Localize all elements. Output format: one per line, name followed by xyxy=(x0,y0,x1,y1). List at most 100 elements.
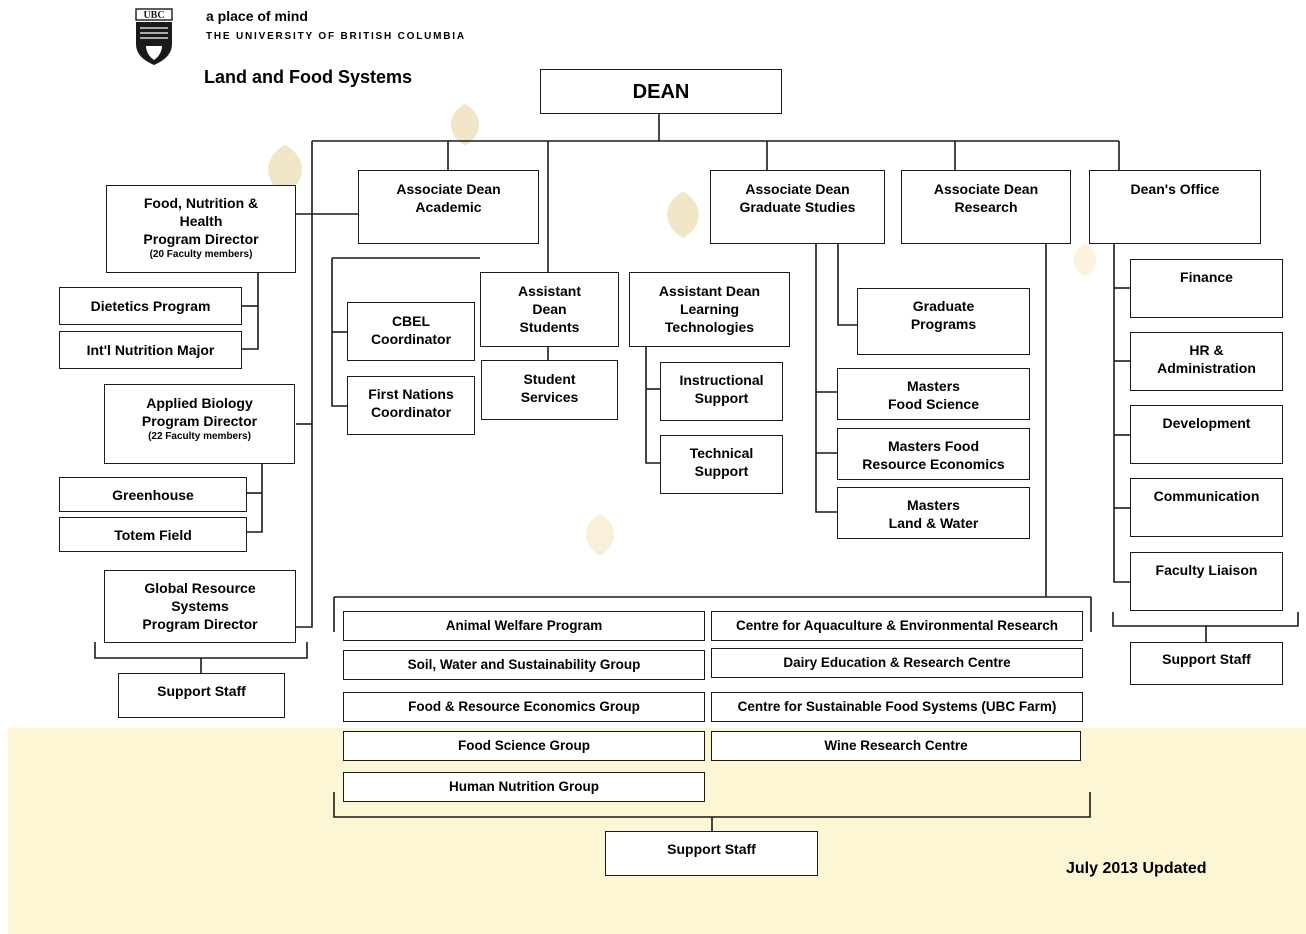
ad-research-box: Associate Dean Research xyxy=(901,170,1071,244)
faculty-liaison-label: Faculty Liaison xyxy=(1155,562,1258,578)
support-staff-right-box: Support Staff xyxy=(1130,642,1283,685)
cbel-line2: Coordinator xyxy=(370,331,452,347)
hr-line2: Administration xyxy=(1157,360,1256,376)
ubc-crest-icon: UBC xyxy=(135,8,173,65)
cbel-coordinator-box: CBEL Coordinator xyxy=(347,302,475,361)
ad-graduate-line2: Graduate Studies xyxy=(739,199,856,215)
ad-learning-line3: Technologies xyxy=(664,319,755,335)
applied-biology-box: Applied Biology Program Director (22 Fac… xyxy=(104,384,295,464)
masters-fre-box: Masters Food Resource Economics xyxy=(837,428,1030,480)
global-line2: Systems xyxy=(171,598,229,614)
ad-academic-box: Associate Dean Academic xyxy=(358,170,539,244)
communication-label: Communication xyxy=(1153,488,1260,504)
support-left-label: Support Staff xyxy=(157,683,246,699)
finance-label: Finance xyxy=(1180,269,1233,285)
instructional-line2: Support xyxy=(694,390,749,406)
leaf-watermark-icon xyxy=(667,191,699,239)
ad-learning-box: Assistant Dean Learning Technologies xyxy=(629,272,790,347)
applied-bio-line2: Program Director xyxy=(141,413,258,429)
unit-label: Animal Welfare Program xyxy=(445,618,603,633)
hr-administration-box: HR & Administration xyxy=(1130,332,1283,391)
graduate-programs-line2: Programs xyxy=(910,316,977,332)
leaf-watermark-icon xyxy=(585,514,615,556)
unit-label: Soil, Water and Sustainability Group xyxy=(407,657,641,672)
masters-fs-line2: Food Science xyxy=(887,396,980,412)
unit-box: Wine Research Centre xyxy=(711,731,1081,761)
hr-line1: HR & xyxy=(1189,342,1224,358)
unit-box: Animal Welfare Program xyxy=(343,611,705,641)
unit-label: Wine Research Centre xyxy=(824,738,968,753)
faculty-liaison-box: Faculty Liaison xyxy=(1130,552,1283,611)
masters-lw-line2: Land & Water xyxy=(888,515,979,531)
global-line1: Global Resource xyxy=(144,580,256,596)
finance-box: Finance xyxy=(1130,259,1283,318)
university-name: THE UNIVERSITY OF BRITISH COLUMBIA xyxy=(206,31,466,42)
unit-box: Food & Resource Economics Group xyxy=(343,692,705,722)
masters-food-science-box: Masters Food Science xyxy=(837,368,1030,420)
unit-box: Centre for Aquaculture & Environmental R… xyxy=(711,611,1083,641)
unit-label: Centre for Aquaculture & Environmental R… xyxy=(735,618,1059,633)
dean-box: DEAN xyxy=(540,69,782,114)
masters-land-water-box: Masters Land & Water xyxy=(837,487,1030,539)
totem-field-label: Totem Field xyxy=(114,526,192,543)
unit-label: Food & Resource Economics Group xyxy=(408,699,640,714)
global-line3: Program Director xyxy=(142,616,258,632)
unit-box: Food Science Group xyxy=(343,731,705,761)
applied-bio-line1: Applied Biology xyxy=(146,395,253,411)
greenhouse-label: Greenhouse xyxy=(112,486,194,503)
intl-nutrition-box: Int'l Nutrition Major xyxy=(59,331,242,369)
dietetics-label: Dietetics Program xyxy=(90,298,211,314)
student-services-box: Student Services xyxy=(481,360,618,420)
fnh-line1: Food, Nutrition & xyxy=(143,195,259,211)
fnh-line3: Program Director xyxy=(143,231,259,247)
unit-box: Soil, Water and Sustainability Group xyxy=(343,650,705,680)
technical-line2: Support xyxy=(694,463,749,479)
instructional-support-box: Instructional Support xyxy=(660,362,783,421)
support-staff-bottom-box: Support Staff xyxy=(605,831,818,876)
development-label: Development xyxy=(1162,415,1251,431)
ad-academic-line2: Academic xyxy=(415,199,482,215)
unit-label: Centre for Sustainable Food Systems (UBC… xyxy=(737,699,1057,714)
intl-nutrition-label: Int'l Nutrition Major xyxy=(86,342,215,358)
leaf-watermark-icon xyxy=(268,145,302,195)
ad-academic-line1: Associate Dean xyxy=(396,181,501,197)
global-resource-box: Global Resource Systems Program Director xyxy=(104,570,296,643)
fnh-faculty-count: (20 Faculty members) xyxy=(149,249,253,260)
instructional-line1: Instructional xyxy=(679,372,764,388)
graduate-programs-box: Graduate Programs xyxy=(857,288,1030,355)
deans-office-box: Dean's Office xyxy=(1089,170,1261,244)
masters-fs-line1: Masters xyxy=(907,378,960,394)
greenhouse-box: Greenhouse xyxy=(59,477,247,512)
ad-students-box: Assistant Dean Students xyxy=(480,272,619,347)
support-staff-left-box: Support Staff xyxy=(118,673,285,718)
ad-learning-line1: Assistant Dean xyxy=(658,283,761,299)
development-box: Development xyxy=(1130,405,1283,464)
first-nations-line2: Coordinator xyxy=(370,404,452,420)
student-services-line2: Services xyxy=(520,389,579,405)
communication-box: Communication xyxy=(1130,478,1283,537)
first-nations-line1: First Nations xyxy=(368,386,454,402)
masters-fre-line2: Resource Economics xyxy=(862,456,1005,472)
ad-research-line1: Associate Dean xyxy=(933,181,1039,197)
totem-field-box: Totem Field xyxy=(59,517,247,552)
unit-label: Human Nutrition Group xyxy=(449,779,599,794)
unit-label: Dairy Education & Research Centre xyxy=(783,655,1011,670)
ad-graduate-box: Associate Dean Graduate Studies xyxy=(710,170,885,244)
ad-research-line2: Research xyxy=(954,199,1018,215)
ubc-crest-text: UBC xyxy=(143,10,164,21)
ad-students-line3: Students xyxy=(519,319,580,335)
ad-students-line1: Assistant xyxy=(517,283,582,299)
masters-lw-line1: Masters xyxy=(907,497,960,513)
masters-fre-line1: Masters Food xyxy=(887,438,979,454)
first-nations-box: First Nations Coordinator xyxy=(347,376,475,435)
dietetics-program-box: Dietetics Program xyxy=(59,287,242,325)
fnh-program-director-box: Food, Nutrition & Health Program Directo… xyxy=(106,185,296,273)
leaf-watermark-icon xyxy=(1073,243,1097,277)
ad-learning-line2: Learning xyxy=(679,301,740,317)
cbel-line1: CBEL xyxy=(391,313,431,329)
ad-graduate-line1: Associate Dean xyxy=(745,181,850,197)
unit-box: Human Nutrition Group xyxy=(343,772,705,802)
support-right-label: Support Staff xyxy=(1162,651,1251,667)
unit-label: Food Science Group xyxy=(457,738,590,753)
